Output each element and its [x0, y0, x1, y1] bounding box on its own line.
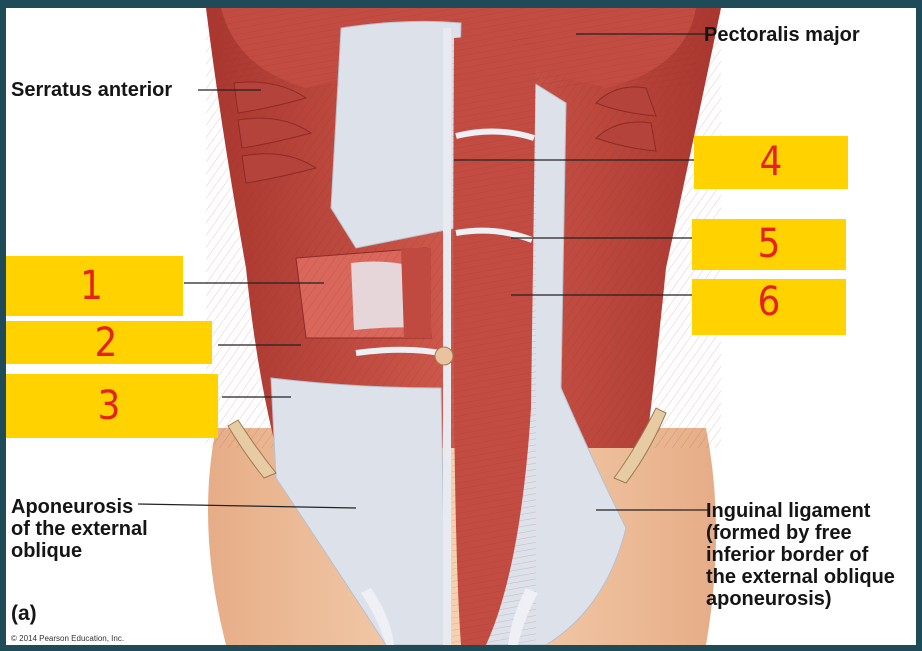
label-inguinal-ligament: Inguinal ligament (formed by free inferi… [706, 500, 895, 610]
aponeurosis-lower [270, 377, 447, 645]
label-aponeurosis: Aponeurosis of the external oblique [11, 496, 148, 562]
answer-box-3-text: 3 [97, 383, 121, 429]
figure-frame: Pectoralis major Serratus anterior Apone… [6, 8, 916, 645]
answer-box-5-text: 5 [757, 221, 781, 267]
umbilicus [434, 346, 454, 366]
label-inguinal-line-2: (formed by free [706, 522, 852, 544]
label-aponeurosis-line-1: Aponeurosis [11, 496, 134, 518]
copyright-notice: © 2014 Pearson Education, Inc. [11, 634, 125, 643]
iliac-crest-left [227, 419, 277, 479]
label-pectoralis-major: Pectoralis major [704, 24, 860, 46]
answer-box-4-text: 4 [759, 139, 783, 185]
answer-box-5[interactable]: 5 [692, 219, 846, 270]
label-inguinal-line-5: aponeurosis) [706, 588, 832, 610]
serratus-teeth [233, 81, 657, 184]
answer-box-3[interactable]: 3 [6, 374, 218, 438]
answer-box-1-text: 1 [80, 263, 103, 309]
anterior-rectus-sheath [330, 20, 462, 249]
label-inguinal-line-3: inferior border of [706, 544, 869, 566]
answer-box-6[interactable]: 6 [692, 279, 846, 335]
panel-label: (a) [11, 602, 37, 625]
answer-box-4[interactable]: 4 [694, 136, 848, 189]
iliac-crest-right [613, 407, 667, 484]
label-inguinal-line-1: Inguinal ligament [706, 500, 871, 522]
leader-lines [137, 33, 708, 511]
label-aponeurosis-line-3: oblique [11, 540, 83, 562]
label-serratus-anterior: Serratus anterior [11, 79, 173, 101]
answer-box-6-text: 6 [757, 279, 781, 325]
label-inguinal-line-4: the external oblique [706, 566, 895, 588]
answer-box-2-text: 2 [94, 320, 118, 366]
answer-box-1[interactable]: 1 [6, 256, 183, 316]
abdominal-muscles-illustration [137, 8, 721, 645]
answer-box-2[interactable]: 2 [6, 321, 212, 364]
label-aponeurosis-line-2: of the external [11, 518, 148, 540]
